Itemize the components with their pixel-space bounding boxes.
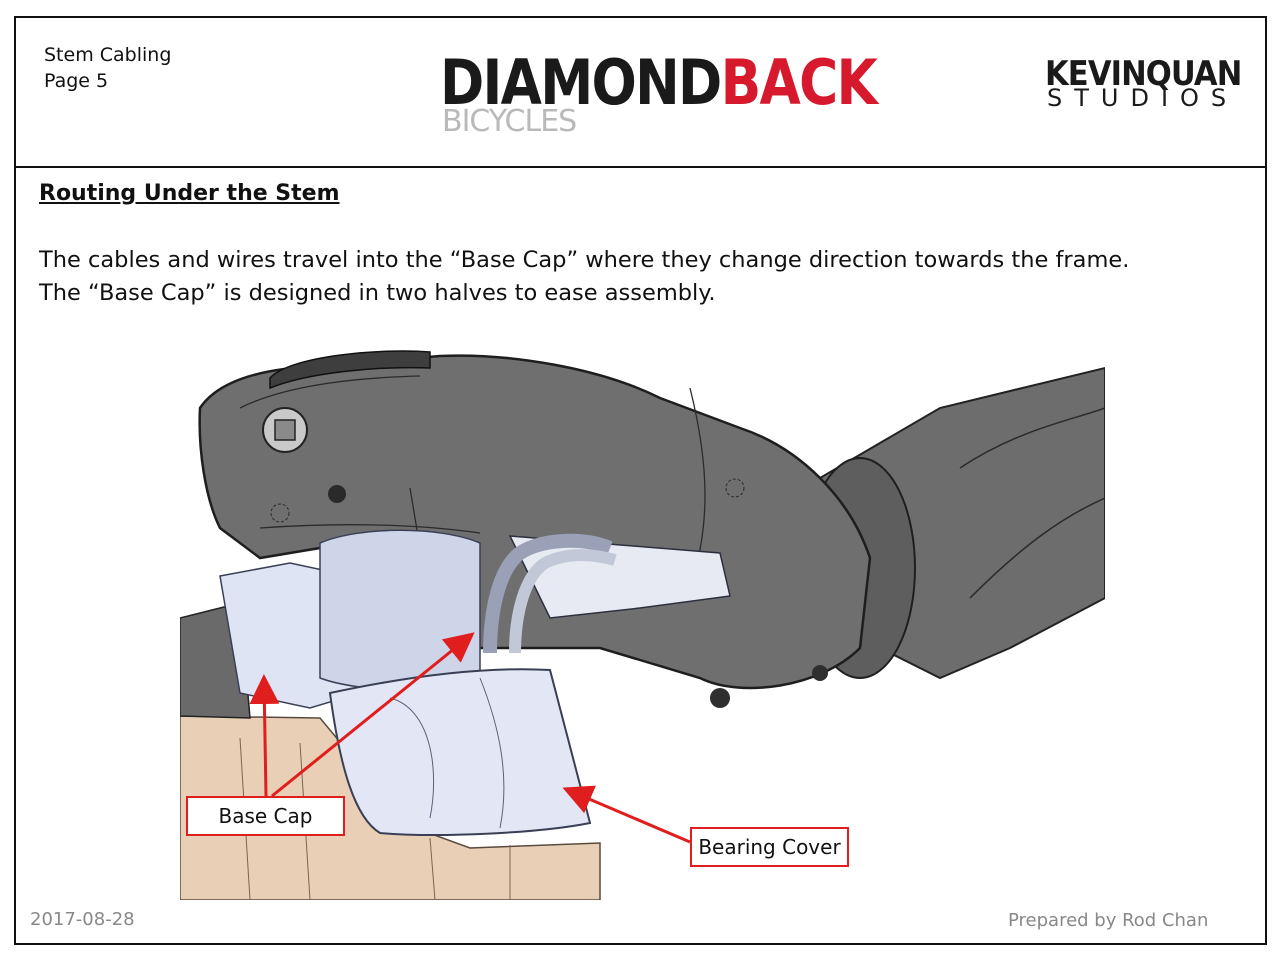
paragraph-line-1: The cables and wires travel into the “Ba… [39,247,1130,273]
stem-contours [239,375,706,589]
document-meta: Stem Cabling Page 5 [44,42,171,94]
footer-date: 2017-08-28 [30,909,135,930]
header-divider [14,166,1267,168]
paragraph-line-2: The “Base Cap” is designed in two halves… [39,280,716,306]
stem-dimple-2 [725,478,745,498]
bearing-cover-callout: Bearing Cover [690,827,849,867]
stem-bolt-lower-2 [812,665,828,681]
handlebar-detail [959,407,1105,599]
stem-cad-render [180,350,1105,900]
base-cap-cylinder [319,529,481,690]
kevinquan-studios-logo: KEVINQUAN STUDIOS [1045,56,1245,116]
footer-credit: Prepared by Rod Chan [1008,910,1209,931]
doc-title: Stem Cabling [44,44,172,66]
brand-wordmark: DIAMONDBACK [440,50,878,116]
studio-name: KEVINQUAN [1045,54,1242,94]
brand-word-dark: DIAMOND [440,46,722,119]
description-paragraph: The cables and wires travel into the “Ba… [39,244,1129,310]
stem-bolt-lower [710,688,730,708]
stem-hole [328,485,346,503]
brand-word-red: BACK [720,46,878,119]
section-title: Routing Under the Stem [39,181,340,206]
page-frame [14,16,1267,945]
stem-dimple-1 [270,503,290,523]
diamondback-logo: DIAMONDBACK BICYCLES [440,50,878,140]
studio-subtitle: STUDIOS [1047,84,1239,112]
cable-2 [509,549,617,654]
stem-top-cap [269,350,431,390]
base-cap-callout: Base Cap [186,796,345,836]
brand-subtitle: BICYCLES [442,104,577,139]
page-label: Page 5 [44,70,109,92]
bearing-cover [328,668,592,836]
bolt-socket [274,419,296,441]
cable-1 [483,533,613,654]
